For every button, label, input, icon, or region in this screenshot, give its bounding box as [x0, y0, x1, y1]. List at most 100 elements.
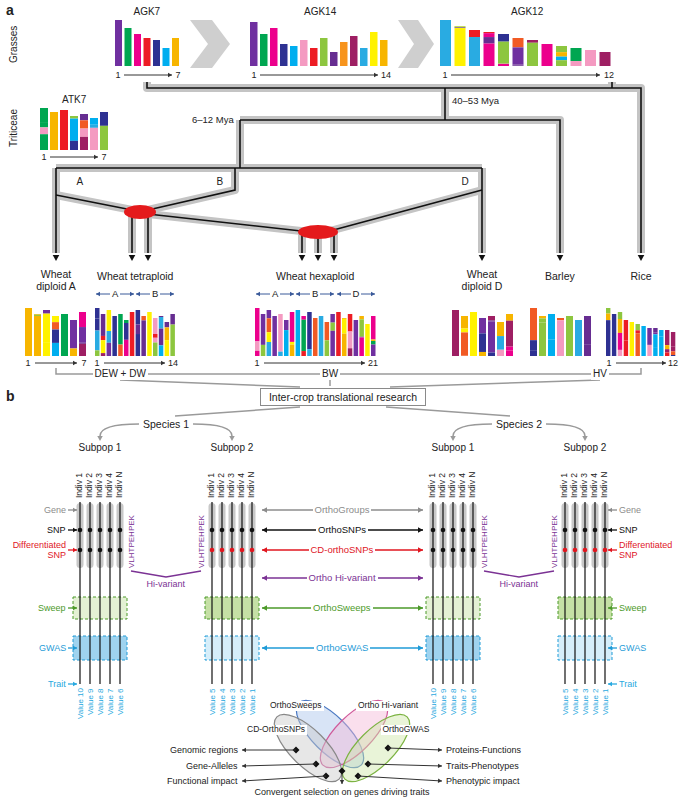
- chromosome-segment: [618, 319, 622, 333]
- tree-branch: [240, 120, 560, 253]
- chromosome-segment: [25, 308, 32, 356]
- karyotype: [452, 310, 513, 356]
- chromosome-segment: [79, 312, 86, 327]
- snp-dot: [118, 528, 123, 533]
- chromosome-segment: [325, 322, 330, 340]
- chromosome-segment: [513, 65, 524, 67]
- chromosome-bar: [270, 28, 278, 66]
- subpop-label: Subpop 1: [432, 442, 475, 454]
- individual-label: Indiv 3: [580, 473, 590, 498]
- arrow-head: [296, 292, 300, 296]
- chromosome-segment: [527, 40, 538, 43]
- arrow-head: [262, 605, 267, 611]
- chromosome-segment: [575, 320, 582, 356]
- chromosome-segment: [40, 122, 48, 127]
- arrow-head: [262, 507, 267, 513]
- arrow-line: [451, 75, 600, 76]
- snp-dot: [563, 528, 568, 533]
- split-line: [175, 407, 300, 416]
- chromosome-segment: [95, 350, 100, 356]
- chromosome-segment: [70, 116, 78, 119]
- arrow-head: [374, 73, 378, 77]
- chromosome-segment: [455, 26, 466, 28]
- trait-value: Value 2: [591, 688, 600, 715]
- chromosome-segment: [470, 312, 477, 356]
- tree-branch-halo: [236, 120, 244, 168]
- diff-snp-dot: [461, 548, 466, 553]
- diff-snp-dot: [210, 548, 215, 553]
- chromosome-segment: [52, 322, 59, 329]
- chromosome-segment: [52, 343, 59, 356]
- diff-snp-dot: [603, 548, 608, 553]
- chromosome-bar: [300, 40, 308, 66]
- chromosome-segment: [296, 310, 301, 356]
- individual-label: Indiv 1: [428, 473, 438, 498]
- venn-set-label: Ortho Hi-variant: [356, 701, 420, 711]
- arrow-head: [418, 605, 423, 611]
- snp-dot: [78, 528, 83, 533]
- chromosome-segment: [267, 318, 272, 332]
- arrow-head: [418, 575, 423, 581]
- chromosome-segment: [636, 324, 640, 330]
- row-label: Differentiated SNP: [4, 540, 66, 561]
- outcome-label: Proteins-Functions: [446, 745, 521, 755]
- chromosome-segment: [40, 134, 48, 150]
- chromosome-bar: [290, 46, 298, 66]
- tree-branch-halo: [56, 164, 482, 172]
- chromosome-segment: [342, 334, 347, 356]
- panel-letter: a: [6, 2, 14, 18]
- chromosome-segment: [497, 322, 504, 336]
- chromosome-segment: [325, 340, 330, 356]
- chromosome-segment: [513, 47, 524, 64]
- chromosome-number: 12: [668, 358, 678, 368]
- ortho-label: OrthoGroups: [313, 505, 372, 516]
- trait-value: Value 5: [208, 688, 217, 715]
- chromosome-segment: [452, 310, 459, 356]
- hi-variant-label: Hi-variant: [500, 579, 539, 589]
- chromosome-segment: [307, 312, 312, 349]
- process-box: Inter-crop translational research: [260, 388, 426, 407]
- individual-label: Indiv 3: [448, 473, 458, 498]
- karyotype: [25, 308, 86, 356]
- subgenome-letter: A: [77, 176, 84, 188]
- chromosome-bar: [330, 52, 338, 66]
- chromosome-segment: [70, 320, 77, 348]
- chromosome-segment: [70, 348, 77, 356]
- merge-line: [329, 380, 331, 386]
- chromosome-segment: [267, 310, 272, 318]
- chromosome-number: 14: [381, 70, 391, 80]
- chromosome-segment: [556, 52, 567, 56]
- chromosome-segment: [342, 319, 347, 334]
- chromosome-segment: [506, 351, 513, 356]
- individual-label: Indiv 4: [105, 473, 115, 498]
- chromosome-segment: [618, 333, 622, 350]
- row-label: Gene: [44, 505, 66, 515]
- chromosome-segment: [671, 346, 675, 351]
- conclusion-label: Convergent selection on genes driving tr…: [255, 787, 430, 797]
- chromosome-segment: [585, 50, 596, 66]
- chromosome-segment: [624, 341, 628, 356]
- chromosome-segment: [124, 320, 129, 323]
- chromosome-bar: [250, 22, 258, 66]
- chromosome-segment: [165, 322, 170, 327]
- arrow-head: [418, 645, 423, 651]
- chromosome-bar: [320, 38, 328, 66]
- arrow-head: [129, 255, 136, 261]
- individual-label: Indiv 4: [458, 473, 468, 498]
- chromosome-segment: [671, 332, 675, 346]
- arrow-head: [438, 764, 442, 768]
- diff-snp-dot: [250, 548, 255, 553]
- arrow-head: [262, 645, 267, 651]
- chromosome-segment: [261, 314, 266, 345]
- arrow-head: [136, 292, 140, 296]
- chromosome-segment: [455, 26, 466, 28]
- arrow-head: [242, 764, 246, 768]
- chromosome-segment: [118, 345, 123, 356]
- chromosome-segment: [498, 64, 509, 66]
- karyotype: [40, 108, 108, 150]
- chromosome-segment: [43, 310, 50, 314]
- chromosome-segment: [159, 317, 164, 329]
- peptide-sequence: VLHTPEHPEK: [197, 515, 206, 568]
- chromosome-number: 1: [26, 358, 31, 368]
- trait-value: Value 6: [469, 688, 478, 715]
